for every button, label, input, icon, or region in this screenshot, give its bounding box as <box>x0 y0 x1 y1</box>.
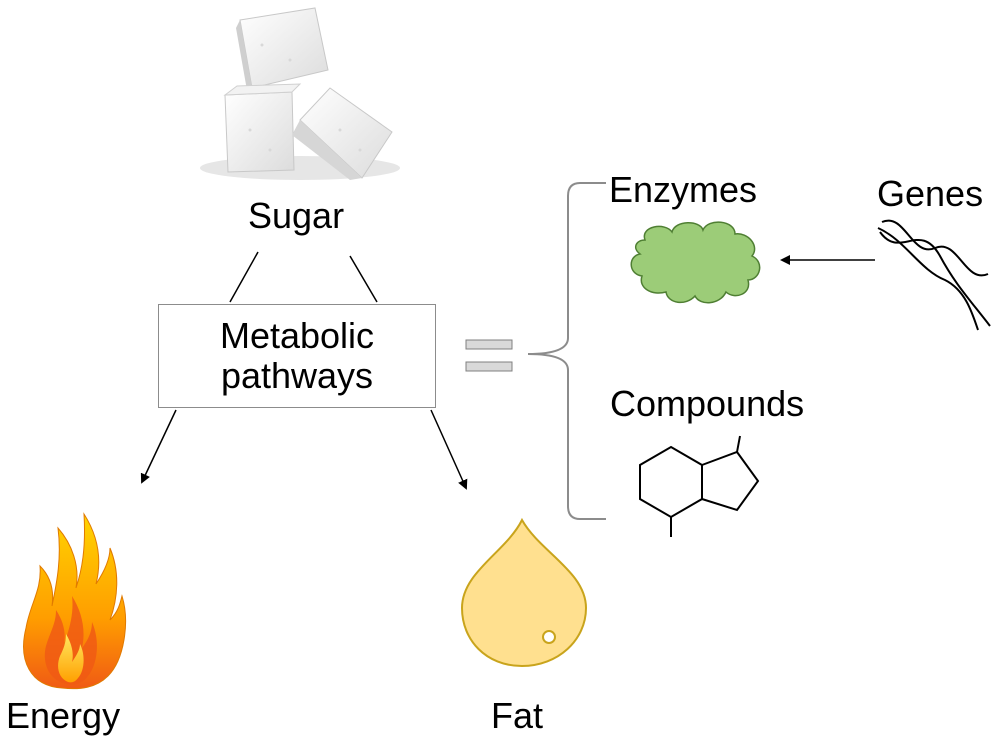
metabolic-pathways-line2: pathways <box>220 355 374 396</box>
metabolic-pathways-line1: Metabolic <box>219 315 375 356</box>
metabolic-pathways-box: Metabolic pathways <box>158 304 436 408</box>
flame-icon <box>23 512 127 690</box>
fat-droplet-icon <box>460 517 588 668</box>
fat-label: Fat <box>491 695 544 736</box>
energy-label: Energy <box>6 695 121 736</box>
curly-brace <box>527 182 606 520</box>
molecule-structure-icon <box>639 435 760 537</box>
sugar-left-line <box>229 251 259 303</box>
enzymes-label: Enzymes <box>609 169 758 210</box>
compounds-label: Compounds <box>610 383 805 424</box>
sugar-cubes-icon <box>200 7 400 180</box>
arrow-to-fat <box>430 409 468 490</box>
dna-helix-icon <box>877 219 991 331</box>
equals-sign-icon <box>465 339 513 372</box>
genes-label: Genes <box>877 173 984 214</box>
enzyme-blob-icon <box>630 221 761 304</box>
arrow-to-energy <box>140 409 177 484</box>
sugar-right-line <box>349 255 378 303</box>
sugar-label: Sugar <box>248 195 345 236</box>
